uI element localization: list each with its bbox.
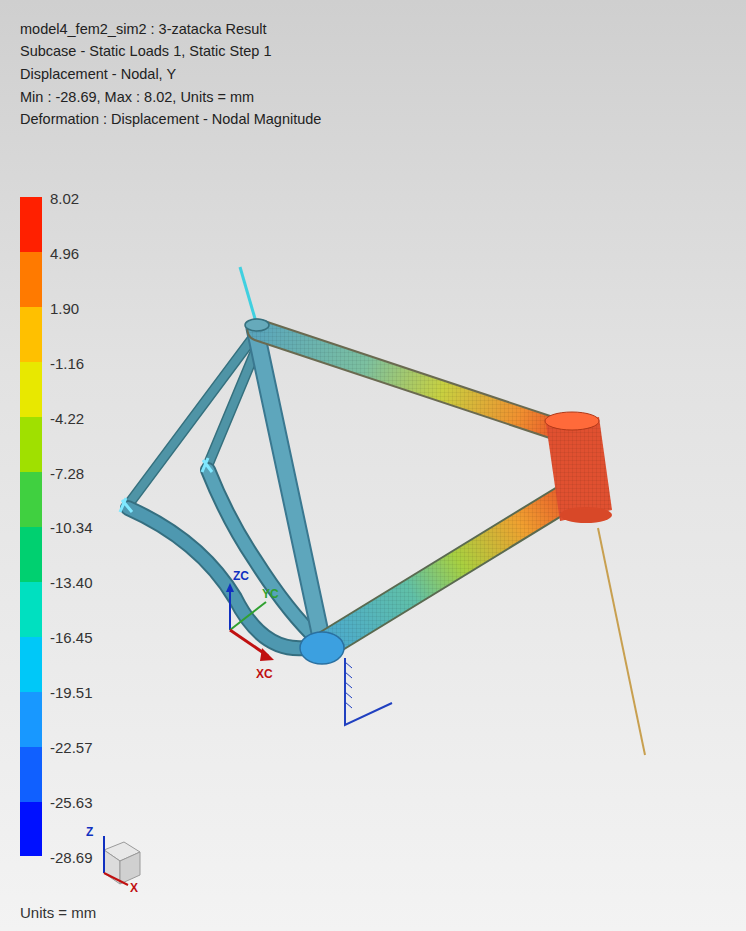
scale-value: -16.45 [50,630,93,645]
bike-frame [128,328,570,648]
constraint-symbol [120,498,132,512]
scale-value: 4.96 [50,246,79,261]
scale-value: -7.28 [50,466,84,481]
axis-label: X [130,882,138,894]
axis-label: Z [86,826,93,838]
scale-value: 8.02 [50,191,79,206]
seatpost-line [240,267,256,322]
header-text: Displacement - Nodal, Y [20,67,176,82]
head-tube [545,412,612,523]
scale-value: -13.40 [50,575,93,590]
scale-value: -4.22 [50,411,84,426]
color-bar [20,197,42,856]
constraint-symbol [202,458,212,472]
scale-value: -22.57 [50,740,93,755]
csys-marker [345,662,352,708]
csys-marker [345,658,392,725]
scale-value: -19.51 [50,685,93,700]
fork-line [598,528,645,755]
axis-label: YC [262,588,279,600]
axis-label: ZC [233,570,249,582]
scale-value: -10.34 [50,520,93,535]
header-text: Min : -28.69, Max : 8.02, Units = mm [20,90,254,105]
scale-value: -28.69 [50,850,93,865]
header-text: model4_fem2_sim2 : 3-zatacka Result [20,22,267,37]
scale-value: 1.90 [50,301,79,316]
header-text: Subcase - Static Loads 1, Static Step 1 [20,44,271,59]
scale-value: -1.16 [50,356,84,371]
bottom-bracket [300,632,344,664]
view-cube [104,836,140,885]
header-text: Deformation : Displacement - Nodal Magni… [20,112,321,127]
seat-clamp [245,319,269,331]
scale-value: -25.63 [50,795,93,810]
units-text: Units = mm [20,905,96,920]
axis-label: XC [256,668,273,680]
